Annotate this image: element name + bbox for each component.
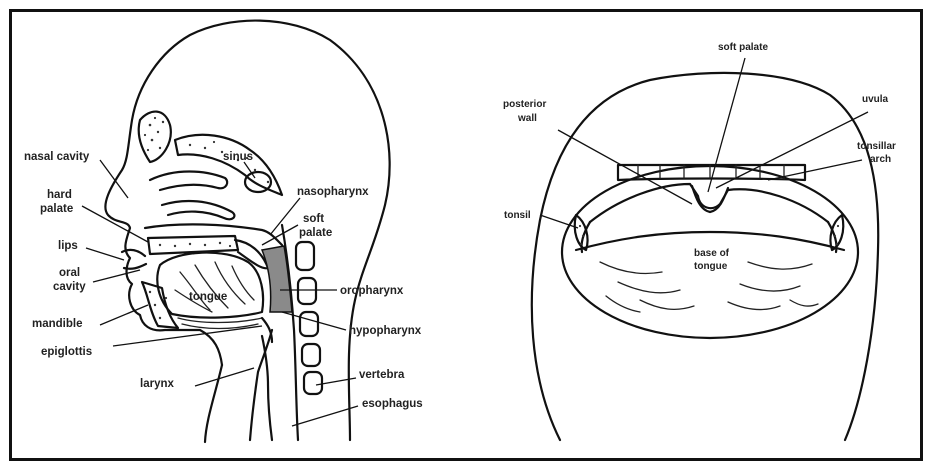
label-vertebra: vertebra (359, 369, 405, 381)
vertebra-body (298, 278, 316, 304)
vertebra-body (302, 344, 320, 366)
label-uvula: uvula (862, 94, 889, 105)
tonsil-stipple (579, 225, 839, 245)
label-posterior-wall-line2: wall (517, 113, 537, 124)
label-nasopharynx: nasopharynx (297, 186, 369, 198)
label-esophagus: esophagus (362, 398, 423, 410)
vertebra-body (296, 242, 314, 270)
label-soft-palate-line2: palate (299, 227, 332, 239)
label-hard-palate-line2: palate (40, 203, 73, 215)
nasal-bone-stipple (144, 117, 164, 151)
label-tonsillar-arch-line1: tonsillar (857, 141, 896, 152)
label-hypopharynx: hypopharynx (349, 325, 422, 337)
tongue-shape (157, 253, 263, 318)
label-hard-palate-line1: hard (47, 189, 72, 201)
label-soft-palate: soft palate (718, 42, 768, 53)
vertebra-body (300, 312, 318, 336)
label-soft-palate-line1: soft (303, 213, 324, 225)
hard-palate-shape (148, 236, 238, 254)
hard-palate-stipple (159, 242, 231, 247)
nasal-bone-region (139, 112, 171, 162)
label-oral-cavity-line2: cavity (53, 281, 86, 293)
label-base-of-tongue-line1: base of (694, 248, 730, 259)
label-tonsil: tonsil (504, 210, 531, 221)
label-tonsillar-arch-line2: arch (870, 154, 891, 165)
label-base-of-tongue-line2: tongue (694, 261, 728, 272)
label-oral-cavity-line1: oral (59, 267, 80, 279)
oral-view-diagram: soft palate posterior wall uvula tonsill… (503, 42, 896, 440)
neck-front (205, 365, 222, 442)
label-posterior-wall-line1: posterior (503, 99, 546, 110)
nasal-floor (145, 224, 282, 245)
skull-base (175, 135, 282, 195)
label-sinus: sinus (223, 151, 253, 163)
nasal-turbinate-2 (162, 201, 234, 219)
label-larynx: larynx (140, 378, 174, 390)
vertebra-body (304, 372, 322, 394)
mouth-floor (178, 318, 262, 329)
label-nasal-cavity: nasal cavity (24, 151, 90, 163)
label-oropharynx: oropharynx (340, 285, 404, 297)
label-epiglottis: epiglottis (41, 346, 92, 358)
label-tongue: tongue (189, 291, 227, 303)
tongue-fibers (175, 262, 254, 312)
nasal-turbinate-1 (150, 172, 227, 191)
sagittal-head-diagram: nasal cavity sinus hard palate nasophary… (24, 21, 423, 442)
larynx-airway (262, 336, 272, 440)
label-lips: lips (58, 240, 78, 252)
label-mandible: mandible (32, 318, 82, 330)
vertebrae (296, 242, 322, 394)
